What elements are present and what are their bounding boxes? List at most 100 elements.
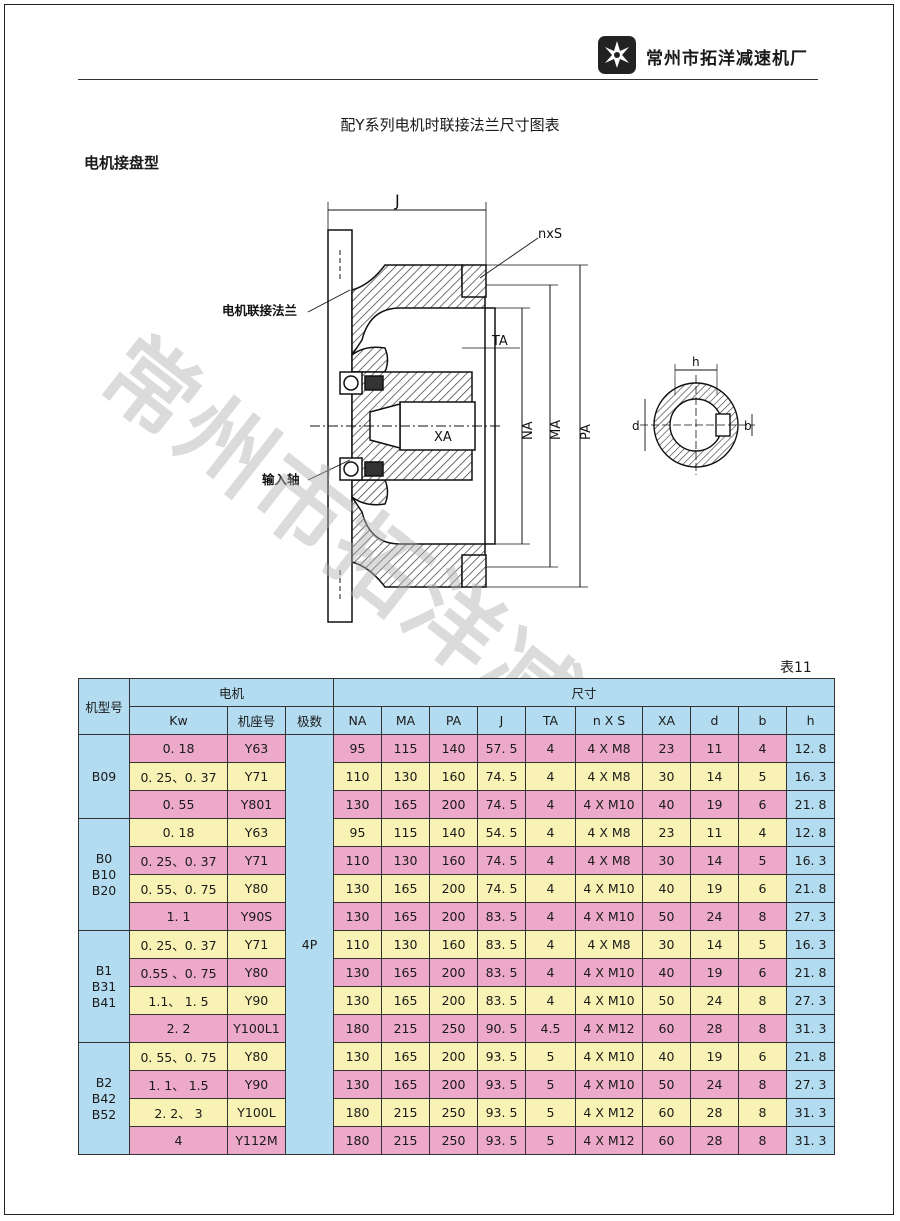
header-col: NA xyxy=(333,706,382,735)
value-cell: 200 xyxy=(429,874,478,903)
value-cell: 11 xyxy=(690,734,739,763)
value-cell: 4 X M12 xyxy=(575,1014,643,1043)
header-size: 尺寸 xyxy=(332,678,836,707)
value-cell: 23 xyxy=(642,818,691,847)
value-cell: 24 xyxy=(690,1070,739,1099)
value-cell: 6 xyxy=(738,874,787,903)
value-cell: 93. 5 xyxy=(477,1042,526,1071)
value-cell: 180 xyxy=(333,1126,382,1155)
value-cell: 8 xyxy=(738,1070,787,1099)
flange-drawing: J nxS 电机联接法兰 TA XA NA MA PA 输入轴 xyxy=(222,191,594,623)
value-cell: 140 xyxy=(429,734,478,763)
label-TA: TA xyxy=(491,334,508,349)
header-model: 机型号 xyxy=(78,678,130,735)
value-cell: 130 xyxy=(333,874,382,903)
value-cell: 4 X M10 xyxy=(575,1070,643,1099)
value-cell: 6 xyxy=(738,1042,787,1071)
value-cell: 54. 5 xyxy=(477,818,526,847)
value-cell: 110 xyxy=(333,846,382,875)
model-name: B10 xyxy=(91,866,117,882)
value-cell: 250 xyxy=(429,1126,478,1155)
value-cell: 60 xyxy=(642,1014,691,1043)
value-cell: 83. 5 xyxy=(477,986,526,1015)
value-cell: 200 xyxy=(429,1042,478,1071)
value-cell: 8 xyxy=(738,1098,787,1127)
value-cell: 6 xyxy=(738,790,787,819)
value-cell: 130 xyxy=(333,902,382,931)
value-cell: 165 xyxy=(381,1070,430,1099)
value-cell: 4 xyxy=(525,986,576,1015)
value-cell: 28 xyxy=(690,1126,739,1155)
value-cell: 60 xyxy=(642,1126,691,1155)
model-cell: B09 xyxy=(78,734,130,819)
value-cell: 74. 5 xyxy=(477,762,526,791)
value-cell: 27. 3 xyxy=(785,902,836,931)
model-name: B41 xyxy=(91,994,117,1010)
value-cell: 28 xyxy=(690,1098,739,1127)
header-col: J xyxy=(477,706,526,735)
value-cell: 23 xyxy=(642,734,691,763)
value-cell: 4 X M10 xyxy=(575,1042,643,1071)
value-cell: 4 xyxy=(738,818,787,847)
value-cell: 215 xyxy=(381,1098,430,1127)
kw-cell: 2. 2、 3 xyxy=(129,1098,228,1127)
value-cell: 4 X M8 xyxy=(575,846,643,875)
value-cell: 5 xyxy=(738,762,787,791)
value-cell: 19 xyxy=(690,1042,739,1071)
value-cell: 110 xyxy=(333,762,382,791)
value-cell: 12. 8 xyxy=(785,734,836,763)
frame-cell: Y63 xyxy=(227,734,286,763)
value-cell: 4 X M8 xyxy=(575,734,643,763)
value-cell: 4 xyxy=(525,930,576,959)
header-col: h xyxy=(785,706,836,735)
frame-cell: Y100L xyxy=(227,1098,286,1127)
model-name: B09 xyxy=(91,768,117,784)
value-cell: 93. 5 xyxy=(477,1126,526,1155)
value-cell: 250 xyxy=(429,1098,478,1127)
frame-cell: Y801 xyxy=(227,790,286,819)
value-cell: 19 xyxy=(690,958,739,987)
label-PA: PA xyxy=(579,424,594,440)
value-cell: 4 xyxy=(525,734,576,763)
kw-cell: 1. 1 xyxy=(129,902,228,931)
value-cell: 4 X M10 xyxy=(575,902,643,931)
header-frame: 机座号 xyxy=(227,706,286,735)
frame-cell: Y80 xyxy=(227,958,286,987)
value-cell: 4 xyxy=(525,846,576,875)
page-title: 配Y系列电机时联接法兰尺寸图表 xyxy=(340,116,560,134)
value-cell: 14 xyxy=(690,762,739,791)
value-cell: 74. 5 xyxy=(477,874,526,903)
value-cell: 8 xyxy=(738,1014,787,1043)
model-name: B1 xyxy=(95,962,113,978)
frame-cell: Y90S xyxy=(227,902,286,931)
value-cell: 4 xyxy=(738,734,787,763)
kw-cell: 0. 25、0. 37 xyxy=(129,846,228,875)
kw-cell: 4 xyxy=(129,1126,228,1155)
model-name: B52 xyxy=(91,1106,117,1122)
model-name: B20 xyxy=(91,882,117,898)
value-cell: 16. 3 xyxy=(785,846,836,875)
section-label: 电机接盘型 xyxy=(84,154,160,172)
value-cell: 95 xyxy=(333,818,382,847)
value-cell: 8 xyxy=(738,986,787,1015)
value-cell: 180 xyxy=(333,1014,382,1043)
value-cell: 130 xyxy=(381,762,430,791)
header-poles: 极数 xyxy=(285,706,334,735)
frame-cell: Y90 xyxy=(227,1070,286,1099)
header-col: TA xyxy=(525,706,576,735)
value-cell: 130 xyxy=(333,1070,382,1099)
kw-cell: 1. 1、 1.5 xyxy=(129,1070,228,1099)
value-cell: 40 xyxy=(642,1042,691,1071)
frame-cell: Y100L1 xyxy=(227,1014,286,1043)
kw-cell: 0. 18 xyxy=(129,818,228,847)
value-cell: 83. 5 xyxy=(477,902,526,931)
header-col: b xyxy=(738,706,787,735)
value-cell: 6 xyxy=(738,958,787,987)
